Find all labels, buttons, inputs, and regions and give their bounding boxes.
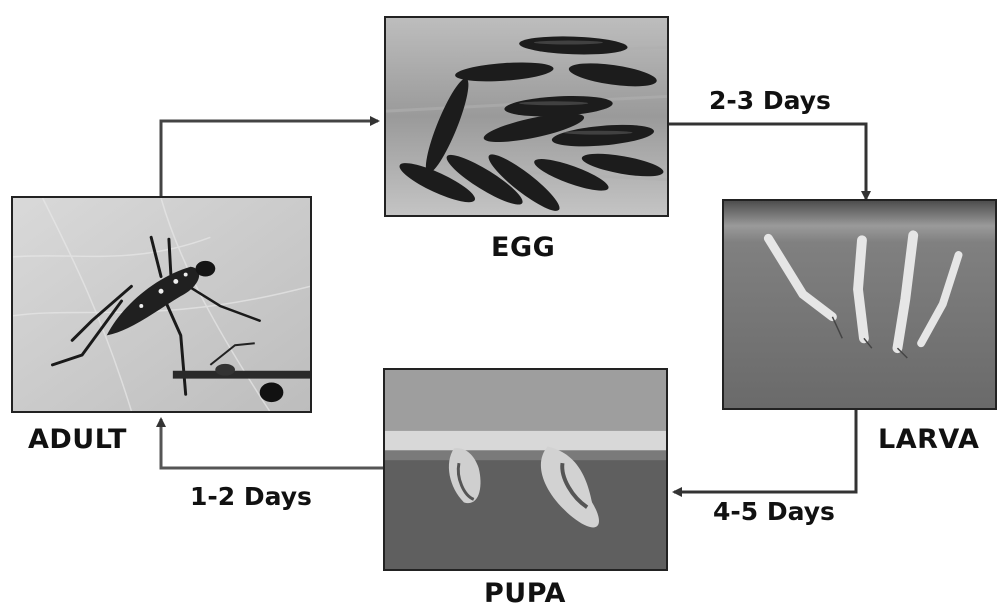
duration-larva-to-pupa: 4-5 Days bbox=[713, 497, 835, 526]
pupa-photo bbox=[383, 368, 668, 571]
arrow-larva-to-pupa bbox=[674, 409, 856, 492]
larva-photo bbox=[722, 199, 997, 410]
adult-label: ADULT bbox=[28, 424, 127, 455]
larva-label: LARVA bbox=[878, 424, 979, 455]
duration-pupa-to-adult: 1-2 Days bbox=[190, 482, 312, 511]
arrow-egg-to-larva bbox=[668, 124, 866, 199]
duration-egg-to-larva: 2-3 Days bbox=[709, 86, 831, 115]
arrow-adult-to-egg bbox=[161, 121, 378, 196]
pupa-label: PUPA bbox=[484, 578, 566, 609]
arrow-pupa-to-adult bbox=[161, 419, 383, 468]
adult-photo bbox=[11, 196, 312, 413]
egg-photo bbox=[384, 16, 669, 217]
egg-label: EGG bbox=[491, 232, 555, 263]
